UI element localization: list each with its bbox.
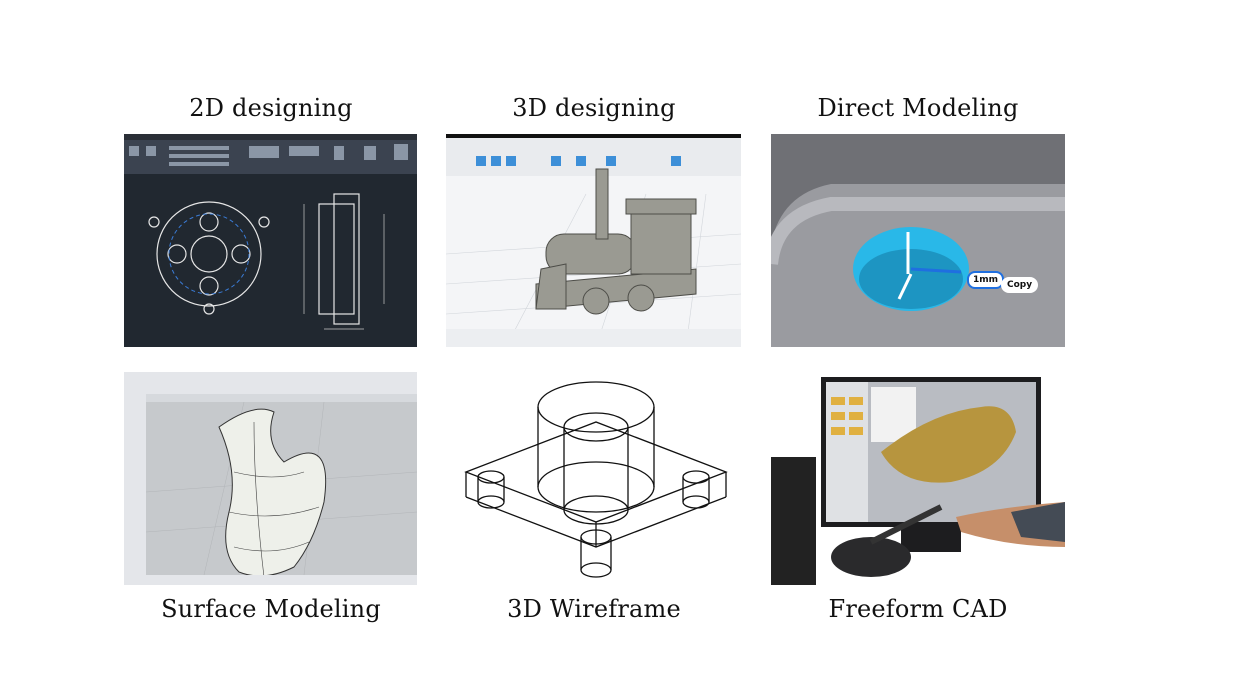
- image-surface-modeling: [124, 372, 417, 585]
- caption-direct-modeling: Direct Modeling: [817, 94, 1019, 122]
- image-3d-cad: [446, 134, 741, 347]
- caption-3d-designing: 3D designing: [512, 94, 676, 122]
- caption-3d-wireframe: 3D Wireframe: [507, 595, 681, 623]
- copy-button: Copy: [1001, 277, 1039, 293]
- image-freeform-cad: [771, 372, 1065, 585]
- caption-surface-modeling: Surface Modeling: [161, 595, 381, 623]
- image-direct-modeling: 1mm Copy: [771, 134, 1065, 347]
- caption-2d-designing: 2D designing: [189, 94, 353, 122]
- image-2d-cad: [124, 134, 417, 347]
- dimension-label: 1mm: [967, 271, 1005, 289]
- caption-freeform-cad: Freeform CAD: [828, 595, 1008, 623]
- image-3d-wireframe: [446, 372, 741, 585]
